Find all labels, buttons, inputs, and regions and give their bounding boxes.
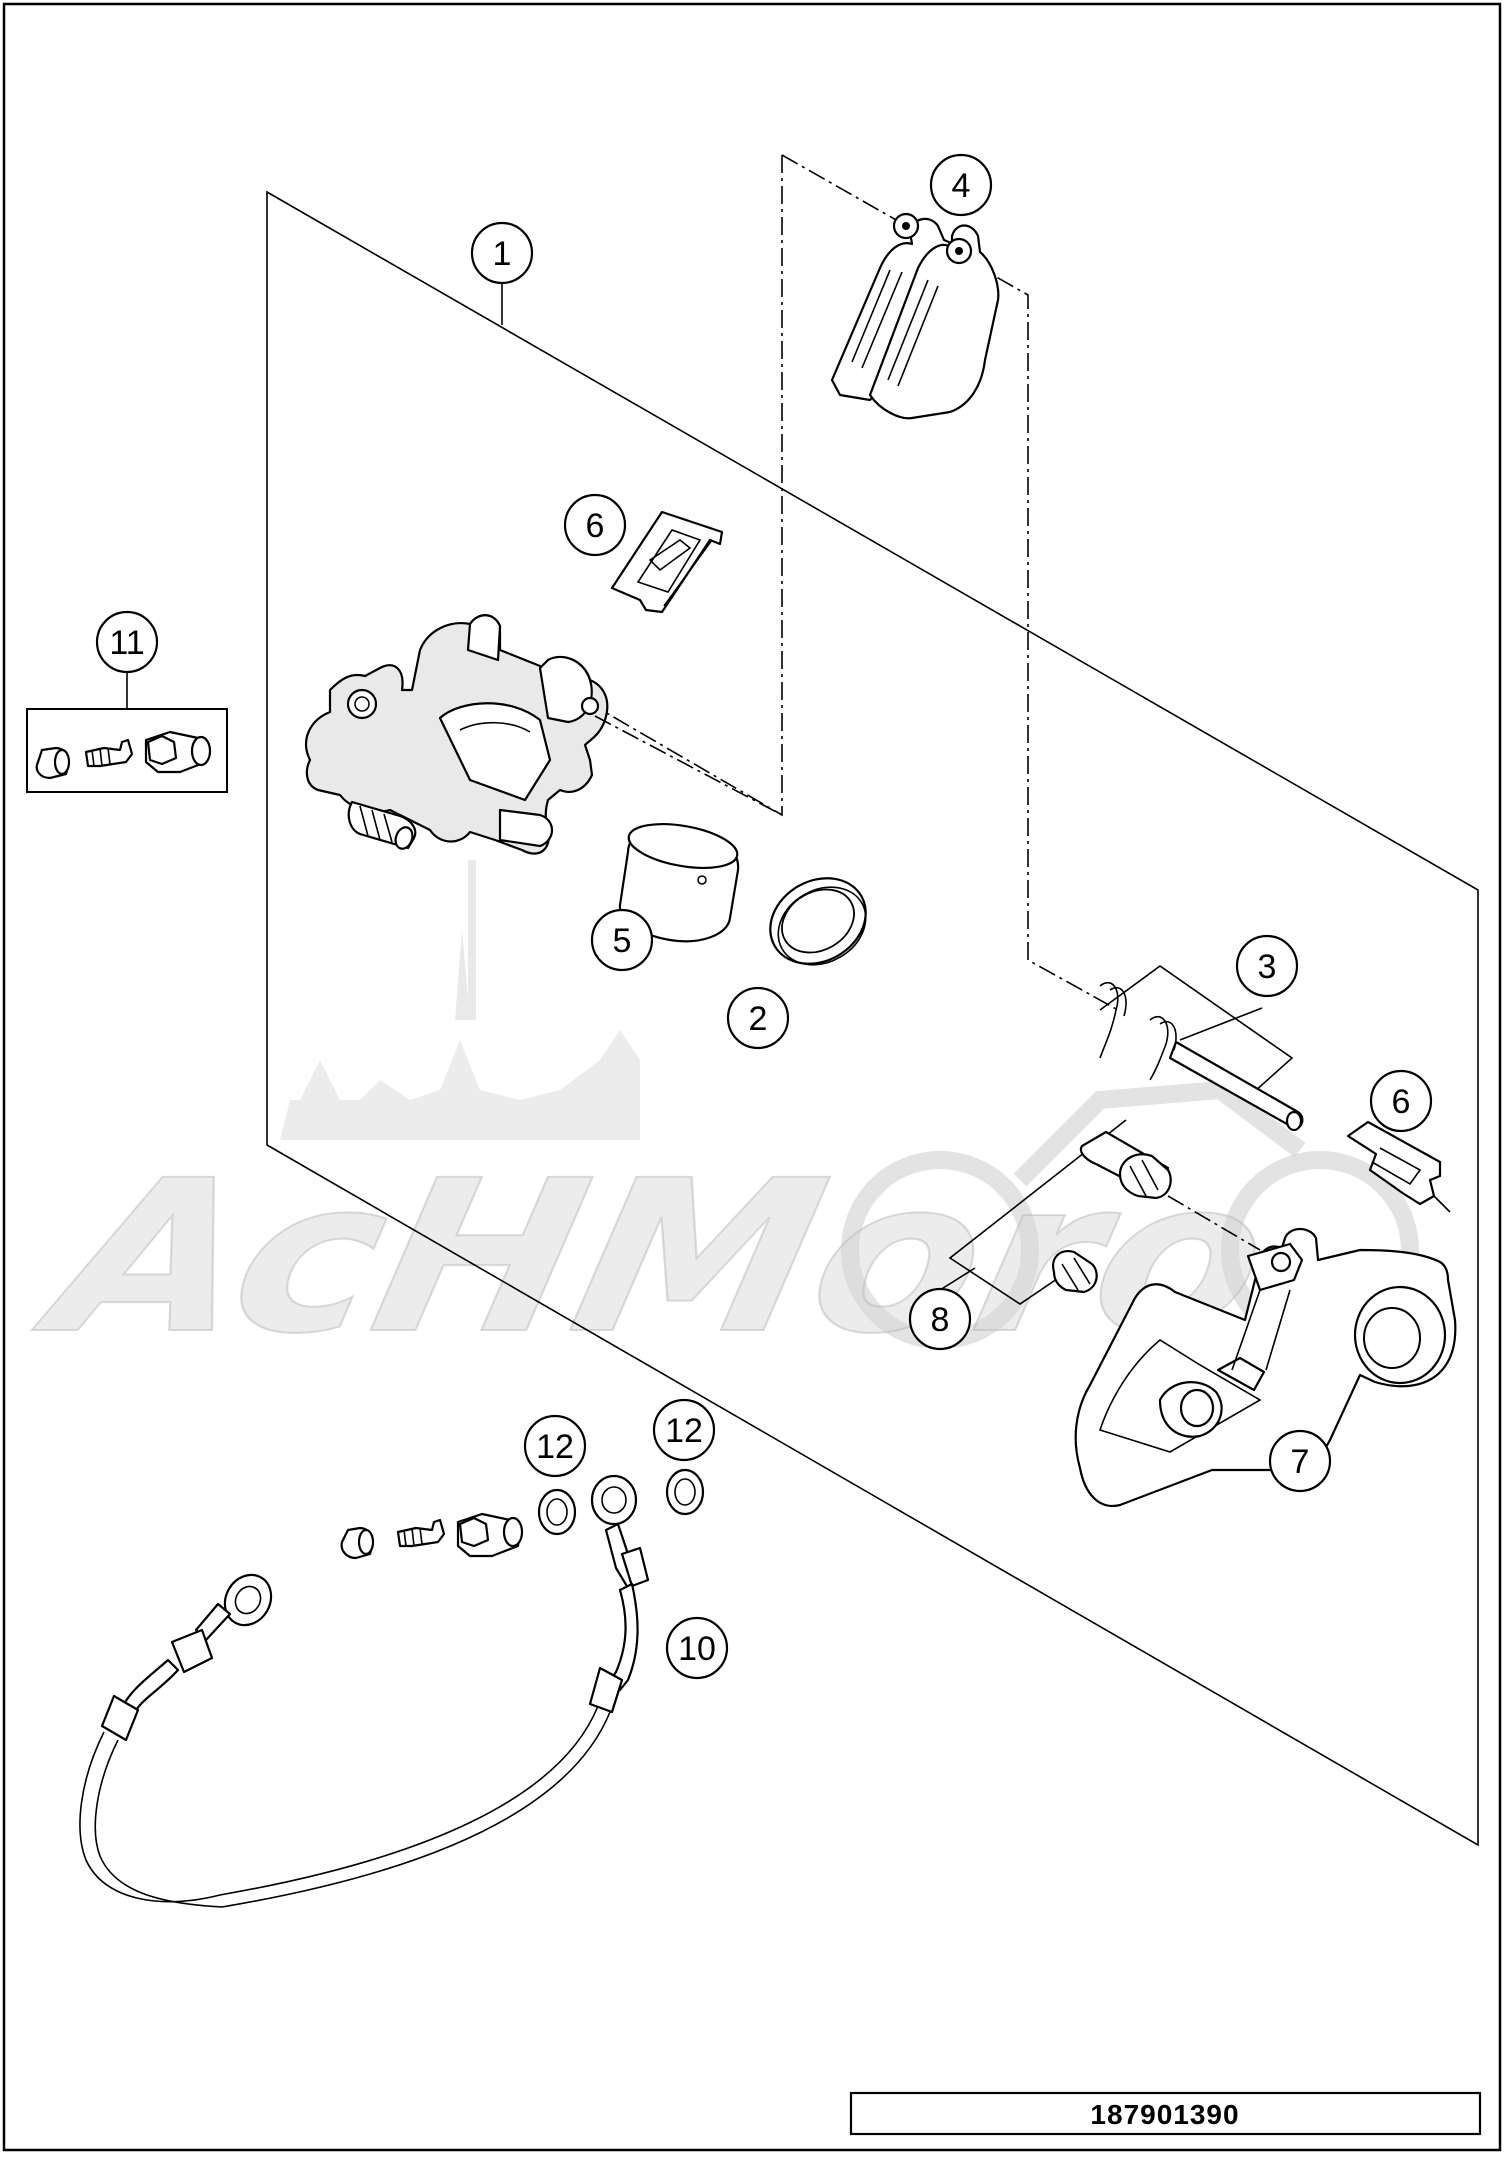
pad-spring-part-6a (610, 510, 724, 614)
callout-12a: 12 (523, 1414, 587, 1478)
callout-1: 1 (470, 221, 534, 285)
document-number: 187901390 (1090, 2099, 1239, 2130)
callout-4-label: 4 (952, 167, 971, 205)
pad-spring-part-6b (1346, 1120, 1451, 1213)
brake-hose-part-10 (79, 1474, 650, 1908)
callout-10: 10 (665, 1616, 729, 1680)
callout-10-label: 10 (678, 1630, 716, 1668)
callout-1-label: 1 (493, 235, 512, 273)
callout-4: 4 (929, 153, 993, 217)
callout-11-label: 11 (109, 624, 144, 662)
callout-7: 7 (1268, 1429, 1332, 1493)
callout-12b-label: 12 (665, 1412, 703, 1450)
callout-6a: 6 (563, 493, 627, 557)
callout-3-label: 3 (1258, 948, 1277, 986)
callout-12a-label: 12 (536, 1428, 574, 1466)
callout-7-label: 7 (1291, 1443, 1310, 1481)
callout-3: 3 (1235, 934, 1299, 998)
brake-pads-part-4 (830, 212, 1000, 420)
piston-part-5 (618, 823, 740, 943)
document-number-box: 187901390 (849, 2091, 1482, 2136)
callout-8: 8 (908, 1267, 976, 1351)
bleeder-parts-part-11 (35, 730, 212, 780)
watermark-text: AcHMoro (21, 1136, 1289, 1380)
hose-fittings-part-12 (340, 1468, 705, 1560)
dash-path-pads (597, 155, 783, 817)
callout-2: 2 (726, 986, 790, 1050)
callout-5-label: 5 (613, 922, 632, 960)
callout-6a-label: 6 (586, 507, 605, 545)
callout-8-label: 8 (931, 1301, 950, 1339)
callout-5: 5 (590, 908, 654, 972)
pin-and-clips-part-3 (1099, 965, 1304, 1132)
callout-6b: 6 (1369, 1069, 1433, 1133)
callout-6b-label: 6 (1392, 1083, 1411, 1121)
callout-11: 11 (95, 610, 159, 674)
caliper-body (305, 614, 609, 855)
callout-12b: 12 (652, 1398, 716, 1462)
assembly-outline-1 (266, 190, 1479, 1847)
callout-2-label: 2 (749, 1000, 768, 1038)
seal-ring-part-2 (769, 877, 867, 966)
dash-caliper-pin (594, 715, 783, 816)
caliper-bracket-part-7 (1074, 1227, 1457, 1508)
slide-pins-part-8 (948, 1119, 1261, 1305)
